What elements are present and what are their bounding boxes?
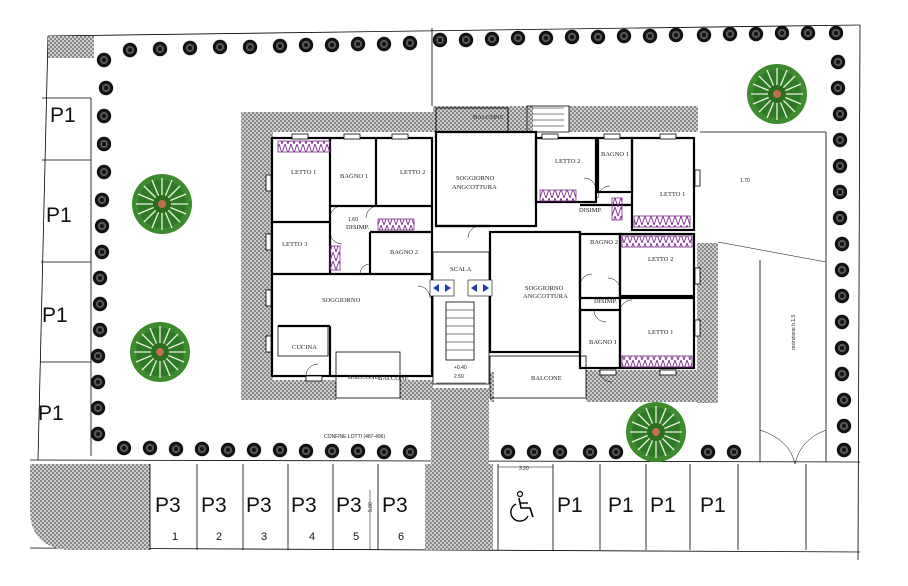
parking-labels-p3: P3 1 P3 2 P3 3 P3 4 P3 5 P3 6 xyxy=(155,494,408,543)
hedge-top-right xyxy=(432,25,844,48)
hedge-top-left xyxy=(96,35,418,68)
room-label: DISIMP. xyxy=(346,224,369,231)
room-label: BAGNO 1 xyxy=(589,339,617,346)
driveway-gate xyxy=(700,131,827,465)
parking-label: P3 xyxy=(155,494,181,517)
room-label: BALCONE xyxy=(378,375,409,382)
room-label: SOGGIORNO xyxy=(322,297,361,304)
parking-number: 6 xyxy=(398,531,404,543)
room-label: LETTO 3 xyxy=(282,241,307,248)
room-labels: LETTO 1 BAGNO 1 LETTO 2 LETTO 3 DISIMP. … xyxy=(282,114,685,382)
room-label: LETTO 1 xyxy=(291,169,316,176)
parking-label: P1 xyxy=(608,494,634,517)
room-label: CUCINA xyxy=(292,344,317,351)
dimension-label: 2.50 xyxy=(454,374,464,380)
parking-number: 3 xyxy=(261,531,267,543)
room-label: SOGGIORNO xyxy=(525,285,564,292)
room-label: LETTO 2 xyxy=(648,256,673,263)
parking-label: P1 xyxy=(46,204,72,227)
room-label: LETTO 1 xyxy=(660,191,685,198)
parking-label: P1 xyxy=(650,494,676,517)
building-walls xyxy=(241,106,718,403)
room-label: ANGCOTTURA xyxy=(452,184,497,191)
parking-left xyxy=(40,97,92,456)
parking-label: P3 xyxy=(291,494,317,517)
room-label: BALCONE xyxy=(348,374,379,381)
parking-label: P1 xyxy=(42,304,68,327)
room-label: SCALA xyxy=(450,266,472,273)
room-label: BAGNO 2 xyxy=(390,249,418,256)
parking-bottom xyxy=(149,464,807,550)
parking-label: P1 xyxy=(700,494,726,517)
room-label: SOGGIORNO xyxy=(456,175,495,182)
parking-label: P1 xyxy=(50,104,76,127)
parking-label: P3 xyxy=(336,494,362,517)
windows xyxy=(265,133,701,382)
dimension-label: 3.20 xyxy=(519,466,529,472)
room-label: BAGNO 2 xyxy=(590,239,618,246)
dimension-label: +0.40 xyxy=(454,365,467,371)
parking-label: P3 xyxy=(246,494,272,517)
hedge-right-column xyxy=(830,54,852,458)
hedge-bottom-right xyxy=(500,444,742,460)
room-label: BALCONE xyxy=(531,375,562,382)
parking-label: P1 xyxy=(38,402,64,425)
parking-labels-left: P1 P1 P1 P1 xyxy=(38,104,76,425)
room-label: BAGNO 1 xyxy=(340,173,368,180)
parking-label: P3 xyxy=(201,494,227,517)
parking-label: P3 xyxy=(382,494,408,517)
landing-arrows xyxy=(429,279,493,297)
parking-number: 5 xyxy=(353,531,359,543)
side-label: recinzione h.1.5 xyxy=(791,314,797,350)
dimension-label: 1.70 xyxy=(740,178,750,184)
dimension-label: 5.00 xyxy=(368,502,374,512)
hedge-bottom-left xyxy=(116,440,418,460)
parking-label: P1 xyxy=(557,494,583,517)
boundary-label: CONFINE LOTTI (487-496) xyxy=(324,434,385,440)
room-label: BALCONE xyxy=(473,114,504,121)
dimension-label: 1.60 xyxy=(348,217,358,223)
parking-number: 2 xyxy=(216,531,222,543)
paved-areas xyxy=(30,36,493,550)
room-label: ANGCOTTURA xyxy=(523,293,568,300)
staircase xyxy=(445,107,564,361)
parking-labels-p1-bottom: P1 P1 P1 P1 xyxy=(557,494,726,517)
dimension-annotations: 1.60 1.70 +0.40 2.50 3.20 5.00 CONFINE L… xyxy=(324,178,797,512)
room-label: DISIMP. xyxy=(594,298,617,305)
parking-number: 1 xyxy=(172,531,178,543)
door-swings xyxy=(305,177,633,383)
wardrobes xyxy=(277,140,693,368)
room-label: LETTO 2 xyxy=(555,158,580,165)
wheelchair-icon xyxy=(510,490,534,522)
room-label: LETTO 1 xyxy=(648,329,673,336)
room-label: DISIMP. xyxy=(579,207,602,214)
hedge-left-column xyxy=(90,80,114,442)
room-label: BAGNO 1 xyxy=(601,151,629,158)
parking-number: 4 xyxy=(309,531,315,543)
room-label: LETTO 2 xyxy=(400,169,425,176)
